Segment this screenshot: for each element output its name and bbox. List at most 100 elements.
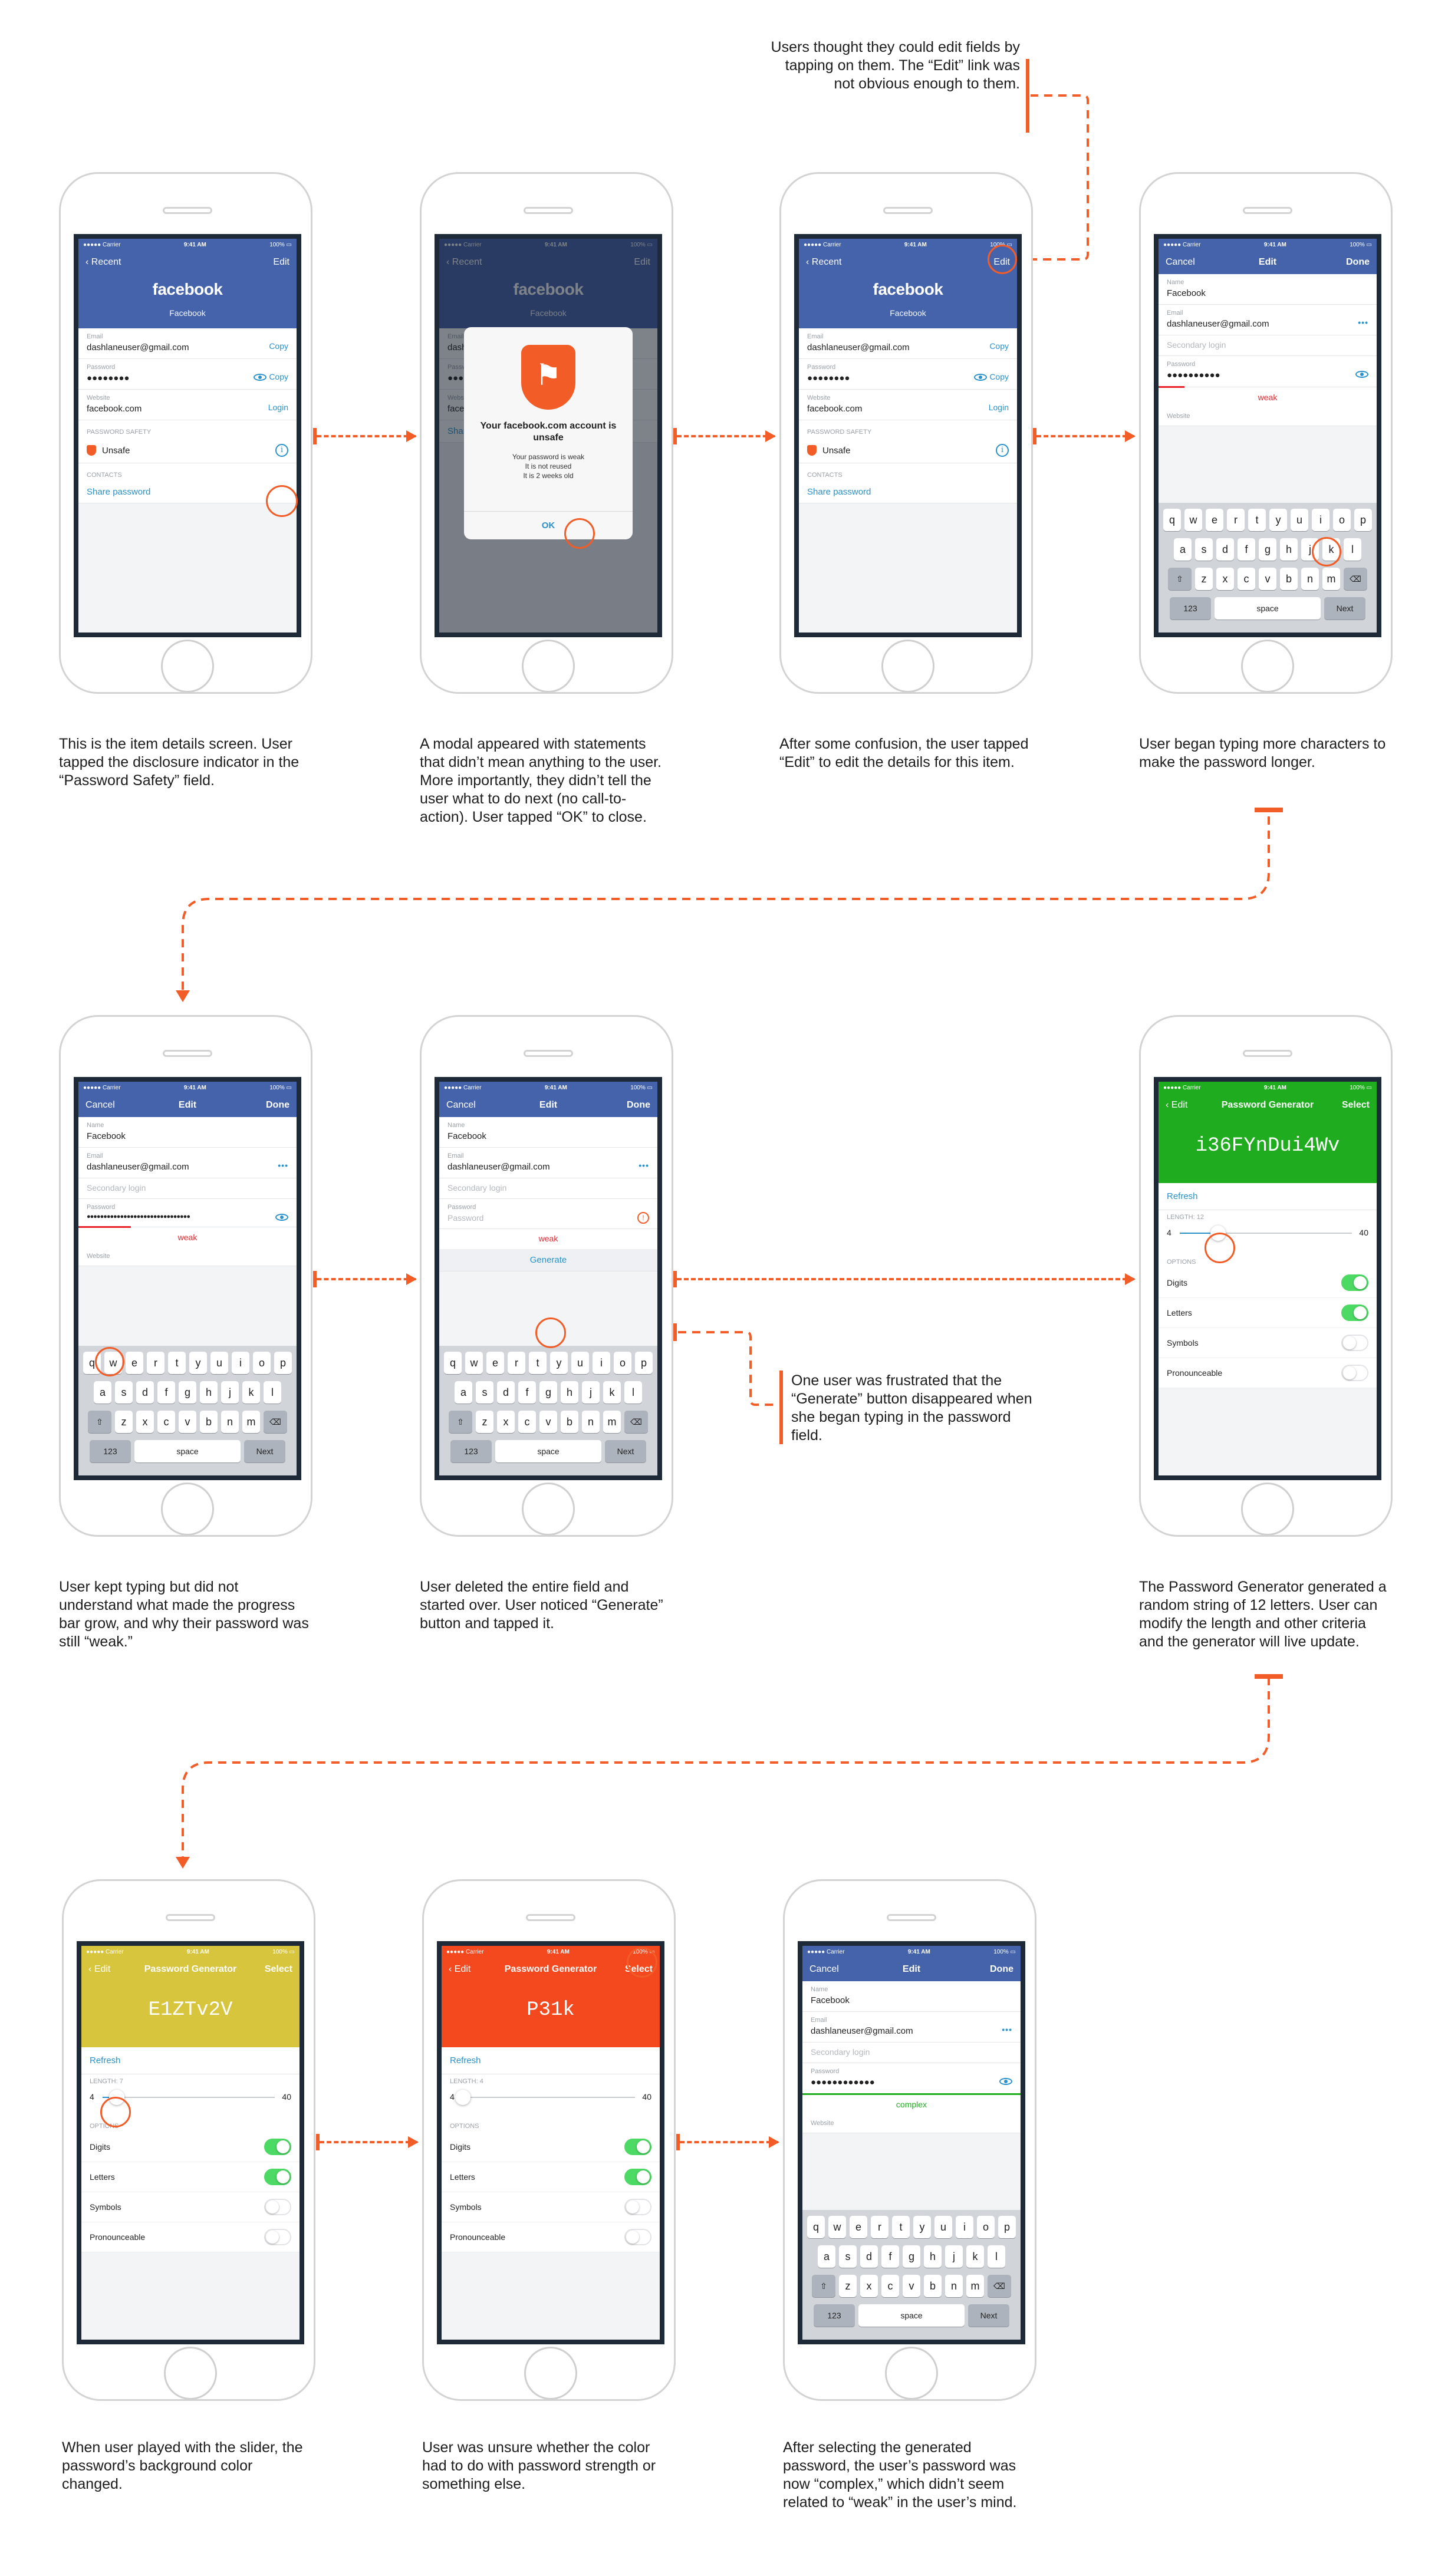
key[interactable]: h — [561, 1381, 578, 1404]
key[interactable]: m — [1322, 568, 1340, 590]
key[interactable]: n — [1301, 568, 1319, 590]
key[interactable]: v — [539, 1411, 557, 1433]
symbols-toggle[interactable] — [624, 2199, 651, 2215]
cancel-button[interactable]: Cancel — [809, 1964, 839, 1974]
key[interactable]: k — [242, 1381, 260, 1404]
password-safety-row[interactable]: Unsafe i — [78, 438, 297, 463]
key[interactable]: i — [956, 2216, 973, 2238]
key[interactable]: e — [850, 2216, 867, 2238]
key[interactable]: y — [913, 2216, 931, 2238]
delete-key[interactable]: ⌫ — [264, 1411, 287, 1433]
key[interactable]: z — [115, 1411, 133, 1433]
length-slider[interactable]: 4 40 — [450, 2089, 651, 2106]
done-button[interactable]: Done — [627, 1100, 650, 1110]
space-key[interactable]: space — [134, 1440, 241, 1462]
key[interactable]: x — [136, 1411, 154, 1433]
key[interactable]: v — [1259, 568, 1276, 590]
key[interactable]: j — [221, 1381, 239, 1404]
letters-toggle[interactable] — [1341, 1305, 1368, 1321]
key[interactable]: g — [179, 1381, 196, 1404]
key[interactable]: d — [136, 1381, 154, 1404]
refresh-button[interactable]: Refresh — [81, 2047, 300, 2074]
back-button[interactable]: ‹ Edit — [1166, 1100, 1188, 1110]
copy-email-button[interactable]: Copy — [269, 341, 288, 351]
password-field[interactable]: Password ●●●●●●●● Copy — [78, 359, 297, 390]
key[interactable]: c — [1238, 568, 1255, 590]
copy-password-button[interactable]: Copy — [254, 372, 288, 381]
key[interactable]: o — [1333, 509, 1351, 531]
key[interactable]: r — [147, 1352, 164, 1374]
website-field[interactable]: Website facebook.com Login — [799, 390, 1017, 420]
secondary-login-field[interactable]: Secondary login — [1159, 335, 1377, 356]
key[interactable]: x — [860, 2275, 878, 2297]
done-button[interactable]: Done — [266, 1100, 289, 1110]
key[interactable]: x — [1216, 568, 1234, 590]
share-password-row[interactable]: Share password — [78, 481, 297, 503]
digits-toggle[interactable] — [264, 2139, 291, 2155]
key[interactable]: i — [232, 1352, 249, 1374]
pronounceable-toggle[interactable] — [1341, 1365, 1368, 1381]
key[interactable]: w — [1184, 509, 1202, 531]
key[interactable]: m — [603, 1411, 621, 1433]
key[interactable]: t — [168, 1352, 186, 1374]
key[interactable]: g — [903, 2245, 920, 2268]
website-field[interactable]: Website facebook.com Login — [78, 390, 297, 420]
numbers-key[interactable]: 123 — [1170, 597, 1211, 620]
key[interactable]: s — [476, 1381, 493, 1404]
key[interactable]: p — [998, 2216, 1016, 2238]
key[interactable]: r — [871, 2216, 888, 2238]
email-field[interactable]: Email dashlaneuser@gmail.com Copy — [799, 328, 1017, 359]
eye-icon[interactable] — [999, 2078, 1012, 2086]
key[interactable]: o — [614, 1352, 631, 1374]
key[interactable]: n — [945, 2275, 963, 2297]
eye-icon[interactable] — [275, 1214, 288, 1221]
share-password-link[interactable]: Share password — [807, 487, 871, 497]
key[interactable]: e — [486, 1352, 504, 1374]
key[interactable]: c — [157, 1411, 175, 1433]
length-slider[interactable]: 4 40 — [1167, 1224, 1368, 1242]
password-field[interactable]: Password ●●●●●●●●●●●● — [802, 2063, 1021, 2093]
key[interactable]: q — [1163, 509, 1181, 531]
key[interactable]: h — [924, 2245, 942, 2268]
back-button[interactable]: ‹ Recent — [806, 257, 842, 267]
cancel-button[interactable]: Cancel — [1166, 257, 1195, 267]
shift-key[interactable]: ⇧ — [88, 1411, 111, 1433]
symbols-toggle[interactable] — [264, 2199, 291, 2215]
key[interactable]: c — [881, 2275, 899, 2297]
eye-icon[interactable] — [974, 374, 988, 381]
key[interactable]: g — [1259, 538, 1276, 561]
key[interactable]: u — [571, 1352, 589, 1374]
pronounceable-toggle[interactable] — [624, 2229, 651, 2245]
share-password-link[interactable]: Share password — [87, 487, 151, 497]
key[interactable]: x — [497, 1411, 515, 1433]
key[interactable]: l — [988, 2245, 1005, 2268]
key[interactable]: i — [1312, 509, 1329, 531]
eye-icon[interactable] — [1355, 371, 1368, 378]
name-field[interactable]: Name Facebook — [78, 1117, 297, 1148]
key[interactable]: a — [94, 1381, 111, 1404]
key[interactable]: z — [1195, 568, 1213, 590]
key[interactable]: d — [497, 1381, 515, 1404]
email-field[interactable]: Email dashlaneuser@gmail.com ••• — [78, 1148, 297, 1178]
key[interactable]: i — [593, 1352, 610, 1374]
done-button[interactable]: Done — [990, 1964, 1013, 1974]
shift-key[interactable]: ⇧ — [812, 2275, 835, 2297]
key[interactable]: h — [1280, 538, 1298, 561]
eye-icon[interactable] — [1355, 369, 1368, 378]
eye-icon[interactable] — [275, 1212, 288, 1221]
key[interactable]: v — [179, 1411, 196, 1433]
password-safety-row[interactable]: Unsafe i — [799, 438, 1017, 463]
key[interactable]: t — [529, 1352, 547, 1374]
more-icon[interactable]: ••• — [639, 1161, 649, 1170]
email-field[interactable]: Email dashlaneuser@gmail.com ••• — [439, 1148, 657, 1178]
key[interactable]: f — [157, 1381, 175, 1404]
key[interactable]: r — [508, 1352, 525, 1374]
copy-password-button[interactable]: Copy — [974, 372, 1009, 381]
delete-key[interactable]: ⌫ — [988, 2275, 1011, 2297]
more-icon[interactable]: ••• — [278, 1161, 288, 1170]
key[interactable]: w — [465, 1352, 483, 1374]
space-key[interactable]: space — [1215, 597, 1321, 620]
edit-button[interactable]: Edit — [273, 257, 289, 267]
more-icon[interactable]: ••• — [1358, 318, 1368, 327]
key[interactable]: r — [1227, 509, 1245, 531]
